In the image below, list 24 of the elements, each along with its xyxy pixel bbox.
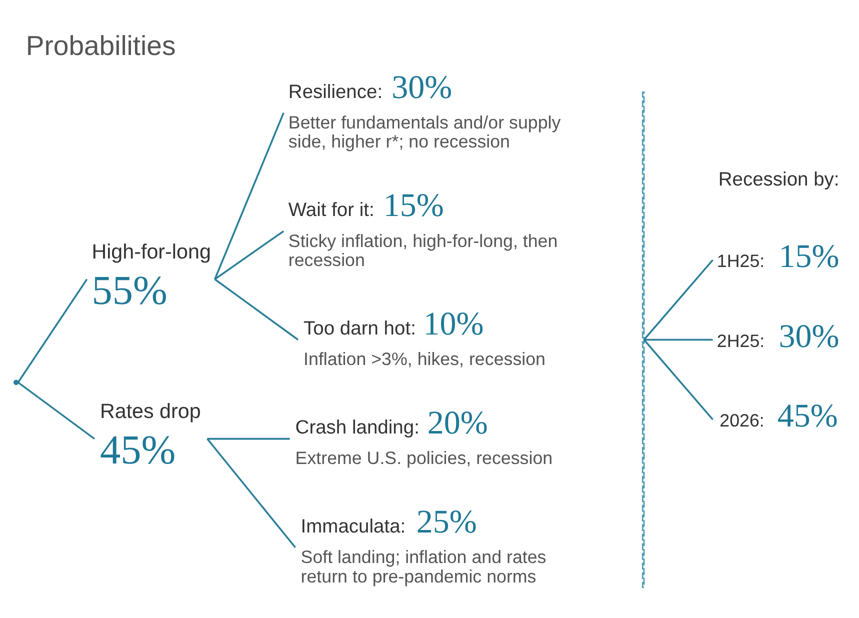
connector bbox=[17, 278, 88, 382]
node-text: Too darn hot: 10% Inflation >3%, hikes, recession bbox=[304, 306, 546, 369]
connector bbox=[214, 230, 284, 280]
connector bbox=[207, 437, 290, 440]
node-text: High-for-long 55% bbox=[92, 240, 211, 312]
node-text: 2H25: 30% bbox=[716, 318, 840, 354]
node-line bbox=[642, 90, 645, 588]
node-point bbox=[13, 379, 19, 385]
node-text: 1H25: 15% bbox=[716, 238, 840, 275]
connector bbox=[643, 338, 714, 420]
node-text: 2026: 45% bbox=[720, 398, 838, 434]
connector bbox=[206, 438, 296, 548]
connector bbox=[214, 112, 284, 280]
node-text: Crash landing: 20% Extreme U.S. policies, recession bbox=[295, 405, 553, 468]
connector bbox=[644, 338, 713, 340]
node-text: Resilience: 30% Better fundamentals and/or supply side, higher r*; no recession bbox=[288, 69, 561, 152]
connector bbox=[643, 258, 714, 340]
connector bbox=[18, 381, 95, 440]
node-text: Wait for it: 15% Sticky inflation, high-for-long, then recession bbox=[288, 188, 558, 270]
connector bbox=[214, 278, 299, 340]
node-text: Rates drop 45% bbox=[100, 400, 201, 472]
label: Recession by: bbox=[718, 168, 840, 190]
diagram-title: Probabilities bbox=[26, 30, 176, 61]
node-text: Immaculata: 25% Soft landing; inflation and rates return to pre-pandemic norms bbox=[300, 504, 546, 586]
